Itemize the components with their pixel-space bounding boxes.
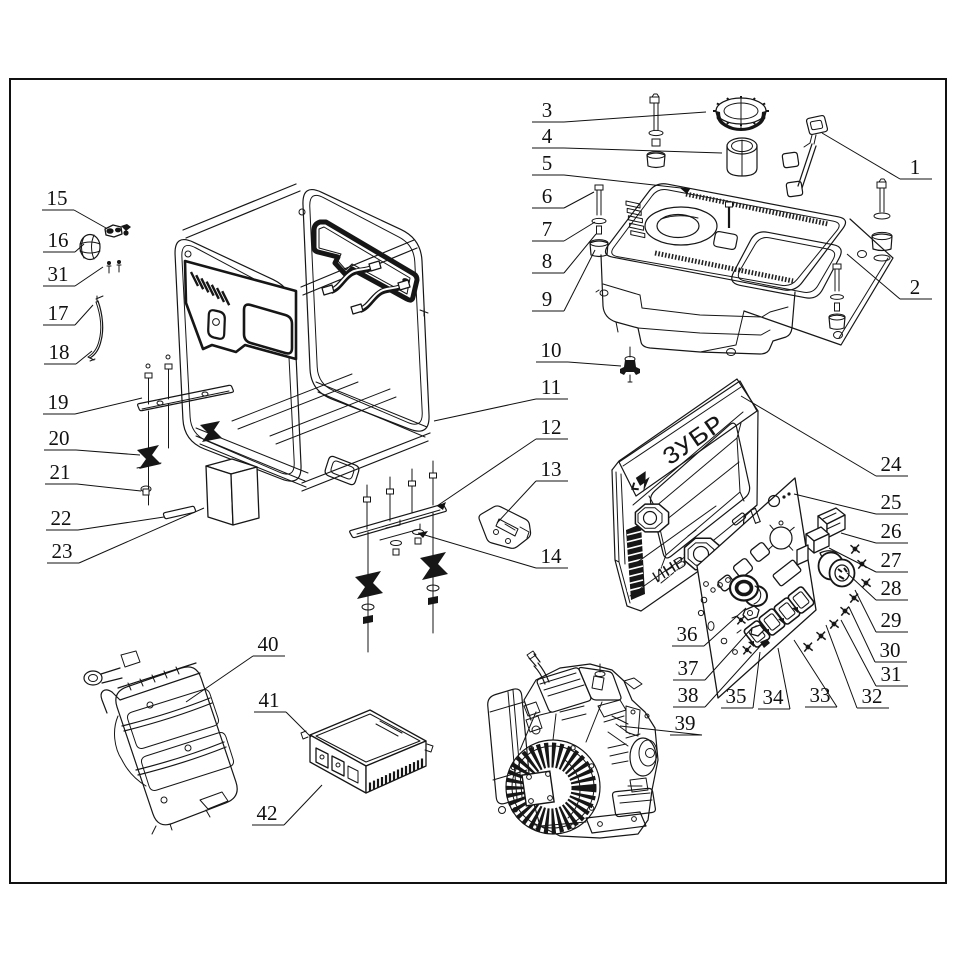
svg-text:21: 21 xyxy=(50,460,71,484)
svg-text:34: 34 xyxy=(763,685,785,709)
svg-text:11: 11 xyxy=(541,375,561,399)
svg-text:26: 26 xyxy=(881,519,902,543)
svg-text:35: 35 xyxy=(726,684,747,708)
svg-text:27: 27 xyxy=(881,548,902,572)
svg-text:7: 7 xyxy=(542,217,553,241)
svg-text:37: 37 xyxy=(678,656,699,680)
svg-text:25: 25 xyxy=(881,490,902,514)
svg-text:20: 20 xyxy=(49,426,70,450)
svg-text:18: 18 xyxy=(49,340,70,364)
svg-text:29: 29 xyxy=(881,608,902,632)
svg-text:2: 2 xyxy=(910,275,921,299)
svg-text:15: 15 xyxy=(47,186,68,210)
svg-text:28: 28 xyxy=(881,576,902,600)
svg-text:23: 23 xyxy=(52,539,73,563)
svg-text:6: 6 xyxy=(542,184,553,208)
svg-text:42: 42 xyxy=(257,801,278,825)
svg-text:38: 38 xyxy=(678,683,699,707)
svg-text:39: 39 xyxy=(675,711,696,735)
svg-text:3: 3 xyxy=(542,98,553,122)
svg-text:31: 31 xyxy=(48,262,69,286)
svg-text:1: 1 xyxy=(910,155,921,179)
svg-text:4: 4 xyxy=(542,124,553,148)
svg-text:14: 14 xyxy=(541,544,563,568)
svg-text:12: 12 xyxy=(541,415,562,439)
svg-text:36: 36 xyxy=(677,622,698,646)
svg-text:22: 22 xyxy=(51,506,72,530)
svg-text:16: 16 xyxy=(48,228,69,252)
svg-text:30: 30 xyxy=(880,638,901,662)
svg-text:19: 19 xyxy=(48,390,69,414)
svg-text:17: 17 xyxy=(48,301,69,325)
svg-text:40: 40 xyxy=(258,632,279,656)
svg-text:41: 41 xyxy=(259,688,280,712)
svg-text:13: 13 xyxy=(541,457,562,481)
svg-text:8: 8 xyxy=(542,249,553,273)
svg-text:33: 33 xyxy=(810,683,831,707)
svg-text:32: 32 xyxy=(862,684,883,708)
svg-text:9: 9 xyxy=(542,287,553,311)
svg-text:31: 31 xyxy=(881,662,902,686)
svg-text:5: 5 xyxy=(542,151,553,175)
svg-text:24: 24 xyxy=(881,452,903,476)
svg-text:10: 10 xyxy=(541,338,562,362)
